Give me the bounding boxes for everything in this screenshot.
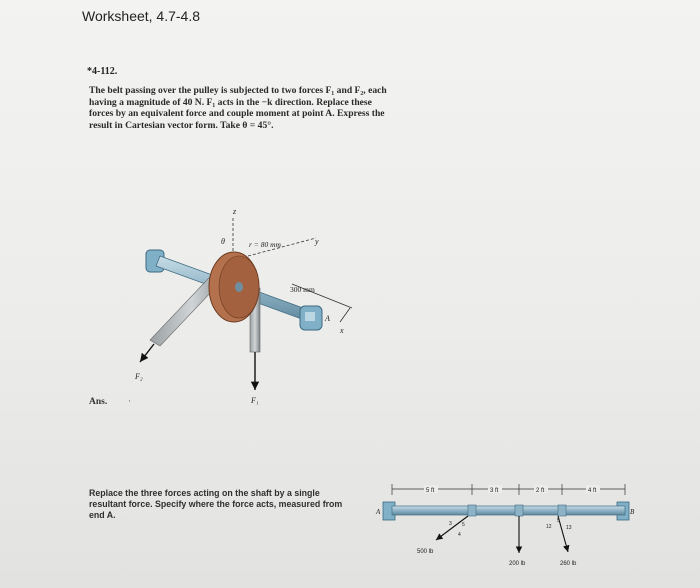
x-axis-label: x xyxy=(339,326,344,335)
distance-label: 300 mm xyxy=(290,285,315,294)
force-f2-arrow xyxy=(139,343,155,363)
collar-1 xyxy=(467,504,477,517)
radius-label: r = 80 mm xyxy=(249,240,282,249)
force-200lb-label: 200 lb xyxy=(509,561,526,567)
problem-1-number: *4-112. xyxy=(87,66,118,77)
dimension-2ft: 2 ft xyxy=(536,488,545,494)
x-axis-line xyxy=(339,307,351,323)
dimension-4ft: 4 ft xyxy=(588,488,597,494)
theta-label: θ xyxy=(221,237,225,246)
y-axis-label: y xyxy=(314,237,319,246)
force-f2-label: F₂ xyxy=(134,372,143,381)
collar-2 xyxy=(514,504,524,517)
slope1-4: 4 xyxy=(458,532,461,538)
pulley-figure: z y x θ r = 80 mm 300 mm A F₁ F₂ xyxy=(134,207,353,405)
distance-dimension-line xyxy=(291,283,353,309)
force-500lb-label: 500 lb xyxy=(417,549,434,555)
slope3-5: 5 xyxy=(557,518,560,524)
problem-2-statement: Replace the three forces acting on the s… xyxy=(89,488,343,520)
problem-1-statement: The belt passing over the pulley is subj… xyxy=(89,85,387,131)
slope1-5: 5 xyxy=(462,522,465,528)
z-axis-label: z xyxy=(232,207,237,216)
worksheet-title: Worksheet, 4.7-4.8 xyxy=(82,8,201,24)
dimension-3ft: 3 ft xyxy=(490,488,499,494)
end-a-label: A xyxy=(375,508,381,516)
collar-3 xyxy=(557,504,567,517)
force-260lb-arrow xyxy=(557,515,570,553)
answer-label: Ans. xyxy=(89,397,108,407)
slope3-13: 13 xyxy=(566,525,572,531)
dimension-5ft: 5 ft xyxy=(426,488,435,494)
force-260lb-label: 260 lb xyxy=(560,561,577,567)
bearing-a-face xyxy=(305,312,315,321)
horizontal-shaft xyxy=(391,505,626,516)
pulley-hub xyxy=(235,282,243,292)
end-b-label: B xyxy=(630,508,635,516)
answer-marker: · xyxy=(128,396,131,406)
y-axis-line xyxy=(247,237,317,257)
point-a-label: A xyxy=(324,314,330,323)
force-f1-label: F₁ xyxy=(250,396,259,405)
shaft-figure: 5 ft 3 ft 2 ft 4 ft A B 500 lb 3 4 5 xyxy=(375,484,635,567)
slope3-12: 12 xyxy=(546,524,552,530)
force-500lb-arrow xyxy=(435,515,469,541)
slope1-3: 3 xyxy=(449,521,452,527)
